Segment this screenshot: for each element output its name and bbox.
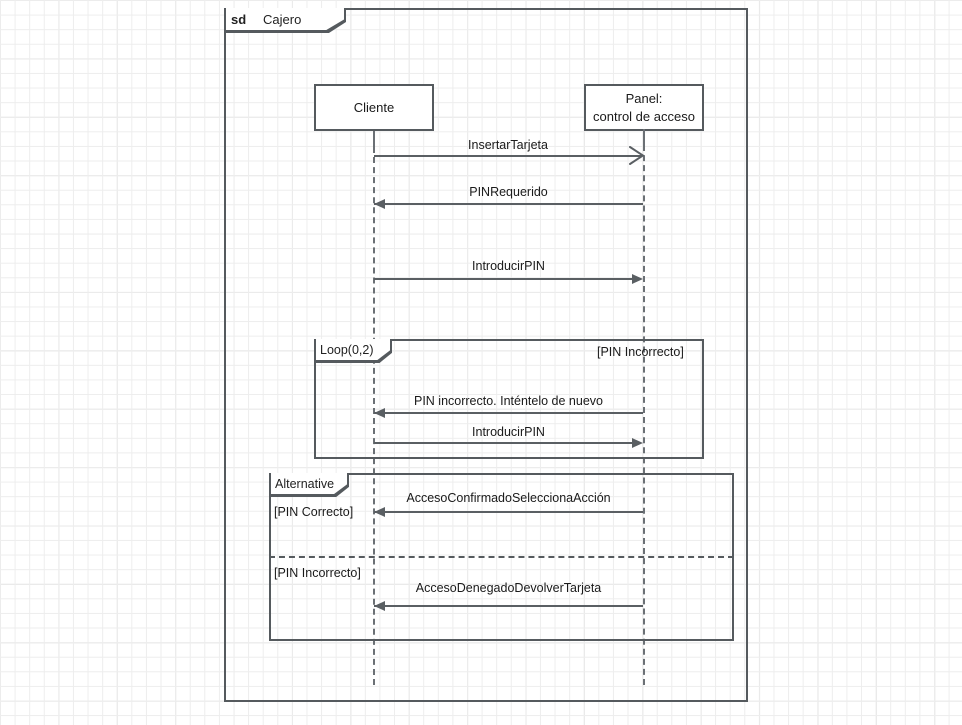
lifeline-panel-stub: [643, 129, 645, 145]
message-arrowhead-solid-right-introducirpin-2: [632, 438, 643, 448]
fragment-alternative-tab-fill: [271, 473, 347, 494]
fragment-loop-tab-fill: [316, 339, 390, 360]
message-line-introducirpin-1: [374, 278, 632, 280]
lifeline-cliente-stub: [373, 131, 375, 147]
message-line-pinrequerido: [374, 203, 643, 205]
lifeline-panel: [643, 145, 645, 685]
message-label-accesodenegado: AccesoDenegadoDevolverTarjeta: [415, 581, 602, 595]
fragment-alternative-operator: Alternative: [275, 477, 335, 491]
sd-frame-keyword: sd: [231, 12, 247, 27]
fragment-alternative-guard-first: [PIN Correcto]: [274, 505, 354, 519]
message-label-pin-incorrecto-intentelo: PIN incorrecto. Inténtelo de nuevo: [413, 394, 603, 408]
participant-cliente-label: Cliente: [353, 99, 395, 115]
sd-frame-tab-fill: [226, 8, 344, 30]
fragment-alternative-divider: [269, 556, 734, 558]
fragment-alternative-guard-second: [PIN Incorrecto]: [274, 566, 361, 580]
message-arrowhead-solid-left-pin-incorrecto-intentelo: [374, 408, 385, 418]
message-line-accesoconfirmado: [374, 511, 643, 513]
message-arrowhead-solid-right-introducirpin-1: [632, 274, 643, 284]
message-label-introducirpin-1: IntroducirPIN: [472, 259, 545, 273]
message-line-insertartarjeta: [374, 155, 642, 157]
message-line-introducirpin-2: [374, 442, 632, 444]
message-line-pin-incorrecto-intentelo: [374, 412, 643, 414]
fragment-loop-operator: Loop(0,2): [320, 343, 374, 357]
message-arrowhead-solid-left-accesodenegado: [374, 601, 385, 611]
participant-panel-label-line1: Panel:: [625, 90, 663, 106]
message-arrowhead-solid-left-accesoconfirmado: [374, 507, 385, 517]
participant-panel[interactable]: Panel: control de acceso: [584, 84, 704, 131]
sd-frame-name: Cajero: [263, 12, 302, 27]
fragment-loop: [314, 339, 704, 459]
sequence-diagram-frame: [224, 8, 748, 702]
participant-panel-label-line2: control de acceso: [593, 108, 695, 124]
message-line-accesodenegado: [374, 605, 643, 607]
fragment-loop-guard: [PIN Incorrecto]: [597, 345, 684, 359]
message-arrowhead-open-right-insertartarjeta: [629, 146, 645, 165]
message-label-pinrequerido: PINRequerido: [469, 185, 548, 199]
message-label-accesoconfirmado: AccesoConfirmadoSeleccionaAcción: [406, 491, 611, 505]
message-arrowhead-solid-left-pinrequerido: [374, 199, 385, 209]
message-label-introducirpin-2: IntroducirPIN: [472, 425, 545, 439]
message-label-insertartarjeta: InsertarTarjeta: [468, 138, 548, 152]
participant-cliente[interactable]: Cliente: [314, 84, 434, 131]
